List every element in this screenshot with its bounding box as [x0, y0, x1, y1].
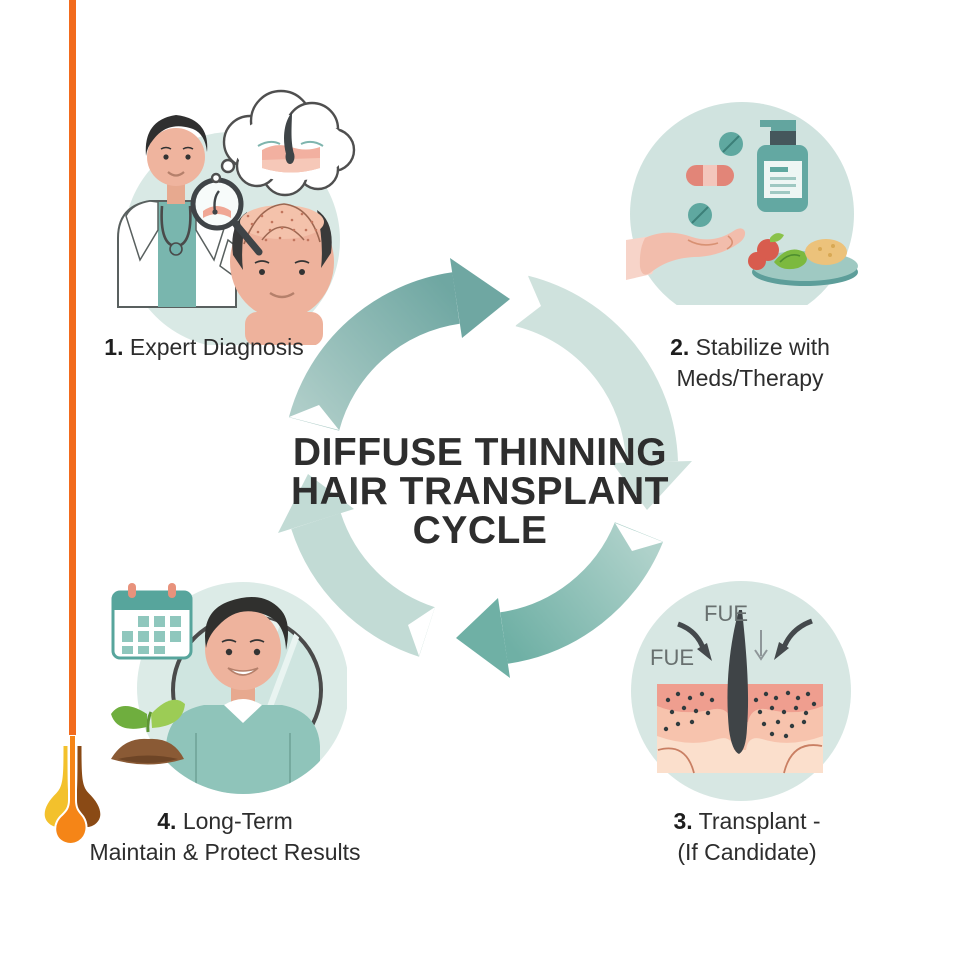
- fue-extraction-arrows: [677, 618, 813, 661]
- follicle-dots: [663, 690, 817, 739]
- pill-icons: [686, 132, 743, 227]
- fue-label-left: FUE: [650, 645, 694, 670]
- medicine-bottle-icon: [757, 120, 808, 212]
- step4-label-line1: Long-Term: [182, 808, 293, 834]
- logo-yellow-drop: [44, 746, 72, 828]
- step3-label-line1: Transplant -: [698, 808, 821, 834]
- scalp-dots: [246, 210, 318, 242]
- caption-line: Maintain & Protect Results: [75, 837, 375, 868]
- step3-label-line2: (If Candidate): [677, 839, 817, 865]
- cycle-arrowhead-right: [612, 461, 692, 510]
- logo-brown-drop: [73, 746, 101, 828]
- hair-follicle-strand: [727, 610, 749, 754]
- calendar-icon: [111, 583, 193, 660]
- step1-illustration-expert-diagnosis: [117, 89, 356, 345]
- step3-illustration-transplant-fue: FUE FUE: [631, 581, 851, 801]
- calendar-grid: [122, 616, 181, 654]
- cycle-arrows-graphic: [278, 258, 692, 678]
- growing-plant-icon: [111, 699, 185, 765]
- magnifier-icon: [190, 177, 263, 256]
- cycle-arc-bottom: [499, 521, 664, 664]
- cycle-title-line-2: HAIR TRANSPLANT: [291, 470, 669, 513]
- cycle-title: DIFFUSE THINNING HAIR TRANSPLANT CYCLE: [280, 433, 680, 550]
- cycle-title-line-3: CYCLE: [412, 509, 548, 552]
- caption-line: Meds/Therapy: [600, 363, 900, 394]
- step1-label: Expert Diagnosis: [129, 334, 304, 360]
- step2-label-line2: Meds/Therapy: [676, 365, 824, 391]
- step2-number: 2.: [670, 334, 690, 360]
- step3-caption: 3. Transplant - (If Candidate): [597, 806, 897, 868]
- open-hand-icon: [626, 228, 746, 280]
- step1-caption: 1. Expert Diagnosis: [54, 332, 354, 363]
- cycle-arrowhead-bottom: [456, 598, 510, 678]
- step2-label-line1: Stabilize with: [695, 334, 830, 360]
- cycle-title-line-1: DIFFUSE THINNING: [292, 431, 668, 474]
- caption-line: 3. Transplant -: [597, 806, 897, 837]
- caption-line: 4. Long-Term: [75, 806, 375, 837]
- cycle-arrowhead-top: [450, 258, 510, 338]
- step4-number: 4.: [157, 808, 177, 834]
- skin-cross-section: [657, 610, 823, 774]
- step2-illustration-meds-therapy: [626, 102, 858, 305]
- logo-orange-drop: [54, 735, 88, 845]
- cycle-arc-right: [515, 275, 678, 464]
- caption-line: 2. Stabilize with: [600, 332, 900, 363]
- hair-follicle-logo: [44, 735, 101, 845]
- caption-line: 1. Expert Diagnosis: [54, 332, 354, 363]
- fue-label-top: FUE: [704, 601, 748, 626]
- caption-line: (If Candidate): [597, 837, 897, 868]
- step4-illustration-maintain-results: [111, 582, 347, 794]
- step4-caption: 4. Long-Term Maintain & Protect Results: [75, 806, 375, 868]
- accent-vertical-line: [69, 0, 76, 758]
- step2-caption: 2. Stabilize with Meds/Therapy: [600, 332, 900, 394]
- healthy-food-plate-icon: [748, 233, 858, 286]
- step1-number: 1.: [104, 334, 124, 360]
- step4-label-line2: Maintain & Protect Results: [89, 839, 361, 865]
- patient-figure: [230, 203, 334, 345]
- thought-bubble-follicle: [210, 89, 356, 197]
- step3-number: 3.: [673, 808, 693, 834]
- cycle-arrowhead-left: [278, 474, 354, 533]
- cycle-arc-top-left: [288, 272, 461, 432]
- man-figure: [166, 596, 320, 794]
